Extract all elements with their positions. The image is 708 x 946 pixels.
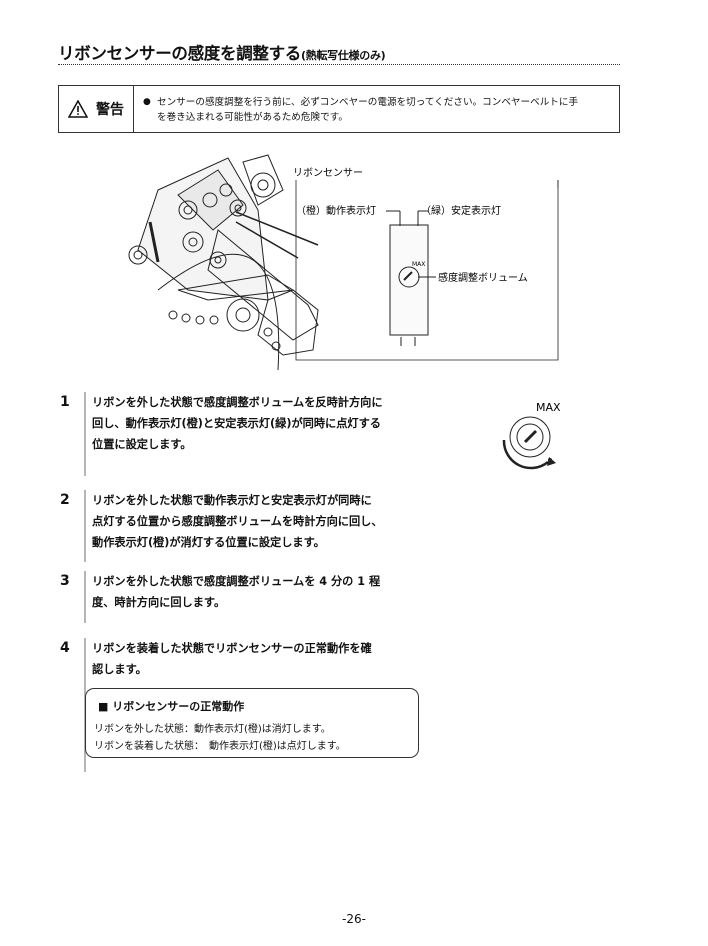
step-text: リボンを装着した状態でリボンセンサーの正常動作を確 認します。 (92, 638, 422, 680)
step-line: リボンを外した状態で感度調整ボリュームを反時計方向に (92, 396, 383, 409)
step-line: 動作表示灯(橙)が消灯する位置に設定します。 (92, 536, 325, 549)
warning-line-2: を巻き込まれる可能性があるため危険です。 (157, 112, 348, 123)
warning-box: 警告 ● センサーの感度調整を行う前に、必ずコンベヤーの電源を切ってください。コ… (58, 85, 620, 133)
step-line: リボンを装着した状態でリボンセンサーの正常動作を確 (92, 642, 372, 655)
orange-lamp-label: （橙）動作表示灯 (296, 204, 376, 217)
step-line: 位置に設定します。 (92, 438, 192, 451)
volume-max-mark: MAX (412, 261, 425, 268)
warning-line-1: センサーの感度調整を行う前に、必ずコンベヤーの電源を切ってください。コンベヤーベ… (157, 97, 579, 108)
note-title: ■ リボンセンサーの正常動作 (98, 698, 244, 714)
page-title: リボンセンサーの感度を調整する(熱転写仕様のみ) (58, 40, 386, 64)
title-main: リボンセンサーの感度を調整する (58, 44, 302, 63)
step-bar (84, 571, 86, 623)
sensor-body (386, 210, 436, 346)
step-line: 回し、動作表示灯(橙)と安定表示灯(緑)が同時に点灯する (92, 417, 381, 430)
step-number: 3 (60, 573, 70, 589)
note-line-ribbon-on: リボンを装着した状態： 動作表示灯(橙)は点灯します。 (94, 741, 346, 752)
step-line: 認します。 (92, 663, 147, 676)
step-line: リボンを外した状態で感度調整ボリュームを 4 分の 1 程 (92, 575, 381, 588)
ribbon-sensor-diagram: リボンセンサー （橙）動作表示灯 （緑）安定表示灯 MAX 感度調整ボリューム (128, 154, 559, 370)
step-bar (84, 392, 86, 476)
step-line: 点灯する位置から感度調整ボリュームを時計方向に回し、 (92, 515, 383, 528)
step-line: リボンを外した状態で動作表示灯と安定表示灯が同時に (92, 494, 372, 507)
sensor-detail-callout (295, 180, 559, 361)
step-number: 1 (60, 394, 70, 410)
volume-knob-figure: MAX (502, 401, 561, 470)
warning-bullet: ● (143, 97, 151, 107)
step-text: リボンを外した状態で感度調整ボリュームを 4 分の 1 程 度、時計方向に回しま… (92, 571, 422, 613)
step-number: 4 (60, 640, 70, 656)
title-sub: (熱転写仕様のみ) (301, 49, 386, 62)
step-text: リボンを外した状態で動作表示灯と安定表示灯が同時に 点灯する位置から感度調整ボリ… (92, 490, 422, 553)
step-line: 度、時計方向に回します。 (92, 596, 226, 609)
step-number: 2 (60, 492, 70, 508)
normal-operation-note: ■ リボンセンサーの正常動作 リボンを外した状態：動作表示灯(橙)は消灯します。… (85, 688, 419, 758)
warning-label: 警告 (96, 102, 124, 118)
knob-max-label: MAX (536, 401, 561, 414)
ribbon-sensor-label: リボンセンサー (293, 167, 363, 179)
step-bar (84, 490, 86, 562)
warning-label-cell: 警告 (59, 86, 134, 132)
green-lamp-label: （緑）安定表示灯 (421, 204, 501, 217)
sensitivity-volume-label: 感度調整ボリューム (438, 271, 528, 284)
conveyor-mechanism-illustration (128, 154, 319, 370)
page-number: -26- (342, 912, 366, 926)
step-text: リボンを外した状態で感度調整ボリュームを反時計方向に 回し、動作表示灯(橙)と安… (92, 392, 422, 455)
title-divider (58, 64, 620, 65)
note-title-text: リボンセンサーの正常動作 (112, 700, 245, 713)
note-line-ribbon-off: リボンを外した状態：動作表示灯(橙)は消灯します。 (94, 724, 331, 735)
warning-triangle-icon (68, 100, 88, 118)
note-marker: ■ (98, 700, 109, 713)
